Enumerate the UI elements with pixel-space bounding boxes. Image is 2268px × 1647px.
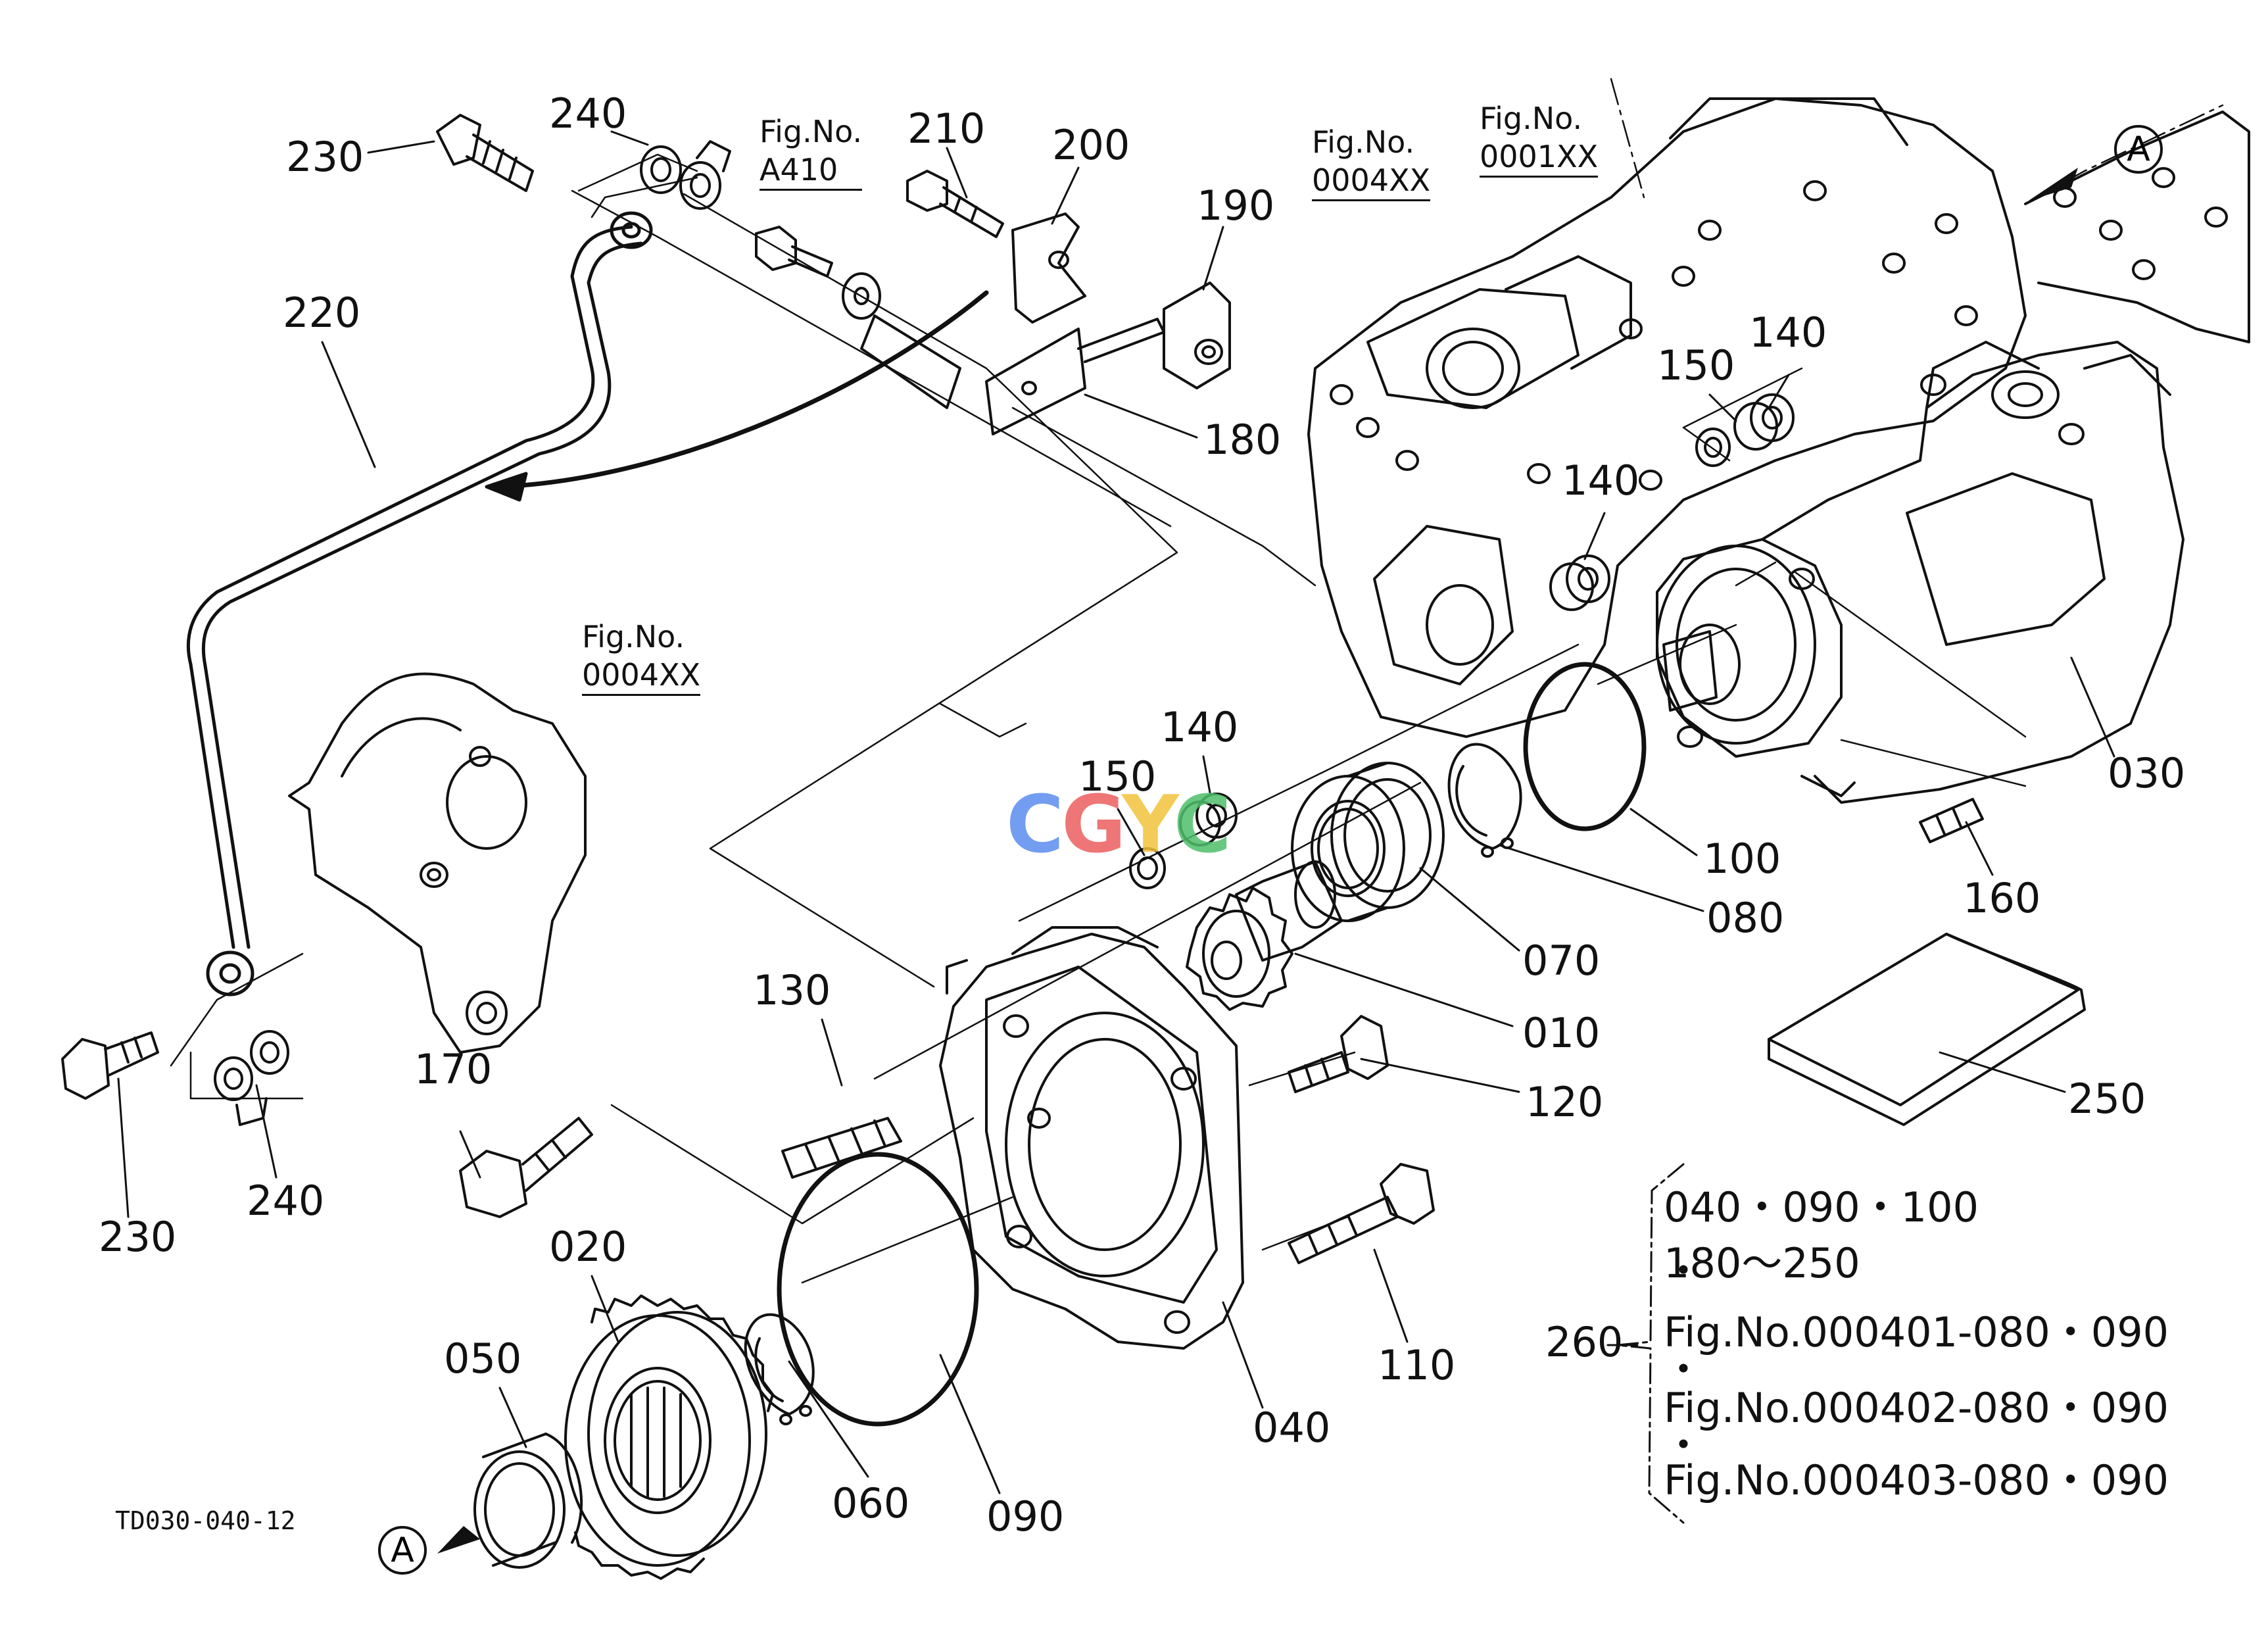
spacer-140-top xyxy=(1733,393,1795,451)
section-arrow-top xyxy=(2029,168,2078,201)
label-010: 010 xyxy=(1522,1009,1601,1057)
ring-150-low xyxy=(1129,847,1166,889)
kit-bracket-260 xyxy=(1616,1163,1688,1524)
o-ring-090 xyxy=(777,1152,979,1427)
figref-0004xx-top: Fig.No. 0004XX xyxy=(1312,124,1431,201)
label-090: 090 xyxy=(986,1492,1065,1540)
snap-ring-080 xyxy=(1447,743,1522,858)
banjo-bolt-230-bottom xyxy=(61,1031,159,1100)
section-mark-a-bottom: A xyxy=(378,1526,427,1575)
bolt-110 xyxy=(1288,1163,1435,1264)
bushing-050 xyxy=(473,1433,583,1569)
bolt-170 xyxy=(459,1117,593,1218)
label-100: 100 xyxy=(1703,835,1781,883)
kit-note-line-1: 040・090・100 xyxy=(1664,1183,1979,1231)
o-ring-100 xyxy=(1523,662,1647,831)
washer-240-top xyxy=(640,140,731,210)
label-200: 200 xyxy=(1052,121,1130,169)
washer-240-bottom xyxy=(214,1030,289,1126)
watermark-logo: CGYC xyxy=(1006,779,1232,871)
label-080: 080 xyxy=(1706,894,1785,942)
label-040: 040 xyxy=(1253,1404,1331,1452)
spacer-140-low xyxy=(1179,793,1238,847)
label-160: 160 xyxy=(1963,874,2041,922)
label-180: 180 xyxy=(1203,416,1282,464)
bolt-210 xyxy=(906,170,1004,238)
figref-a410: Fig.No. A410 xyxy=(760,113,863,191)
idle-gear-020 xyxy=(564,1294,774,1580)
label-020: 020 xyxy=(549,1223,627,1271)
label-240-bottom: 240 xyxy=(247,1177,325,1225)
label-210: 210 xyxy=(907,105,986,153)
hydraulic-pump-030 xyxy=(1656,341,2184,804)
snap-ring-060 xyxy=(744,1313,815,1425)
clamp-200 xyxy=(1011,212,1086,324)
bearing-070 xyxy=(1291,762,1445,922)
section-mark-a-top: A xyxy=(2114,125,2163,174)
timing-housing-left xyxy=(288,672,587,1054)
drawing-code: TD030-040-12 xyxy=(115,1506,296,1535)
label-230-top: 230 xyxy=(286,133,364,181)
label-060: 060 xyxy=(832,1479,910,1527)
stud-a410 xyxy=(755,226,961,409)
gear-case-040 xyxy=(939,926,1244,1350)
gasket-sheet-250 xyxy=(1768,933,2086,1126)
label-260: 260 xyxy=(1545,1318,1624,1366)
label-050: 050 xyxy=(444,1335,522,1383)
banjo-bolt-230-top xyxy=(436,114,534,192)
label-220: 220 xyxy=(283,289,361,337)
kit-note-line-5: Fig.No.000403-080・090 xyxy=(1664,1456,2169,1504)
label-140-mid: 140 xyxy=(1562,456,1640,504)
stud-130 xyxy=(781,1117,902,1179)
label-250: 250 xyxy=(2068,1075,2146,1123)
label-190: 190 xyxy=(1197,182,1275,230)
label-070: 070 xyxy=(1522,937,1601,985)
label-150-top: 150 xyxy=(1657,341,1735,389)
clamp-190 xyxy=(1163,282,1231,389)
figref-0004xx-left: Fig.No. 0004XX xyxy=(582,618,701,696)
spacer-140-mid xyxy=(1549,554,1610,611)
bolt-120 xyxy=(1288,1015,1389,1093)
label-150-low: 150 xyxy=(1078,752,1157,800)
label-110: 110 xyxy=(1378,1341,1456,1389)
section-arrow-bottom xyxy=(437,1526,480,1554)
plate-180 xyxy=(985,318,1165,435)
label-120: 120 xyxy=(1526,1078,1604,1126)
label-030: 030 xyxy=(2108,749,2186,797)
leader-lines xyxy=(117,130,2115,1494)
gear-shaft-010 xyxy=(1186,860,1343,1011)
figref-0001xx-top: Fig.No. 0001XX xyxy=(1480,100,1599,178)
transmission-case-upper xyxy=(1307,97,2027,738)
label-140-top: 140 xyxy=(1749,308,1827,356)
kit-note-line-4: Fig.No.000402-080・090 xyxy=(1664,1384,2169,1432)
ring-150-top xyxy=(1695,428,1731,467)
label-230-bottom: 230 xyxy=(99,1213,177,1261)
label-240-top: 240 xyxy=(549,89,627,137)
label-170: 170 xyxy=(414,1045,493,1093)
stud-160 xyxy=(1919,798,1984,843)
kit-note-line-3: Fig.No.000401-080・090 xyxy=(1664,1308,2169,1356)
kit-note-line-2: 180～250 xyxy=(1664,1239,1860,1287)
label-140-low: 140 xyxy=(1161,703,1239,751)
label-130: 130 xyxy=(753,966,831,1014)
oil-pipe-220 xyxy=(186,211,989,996)
